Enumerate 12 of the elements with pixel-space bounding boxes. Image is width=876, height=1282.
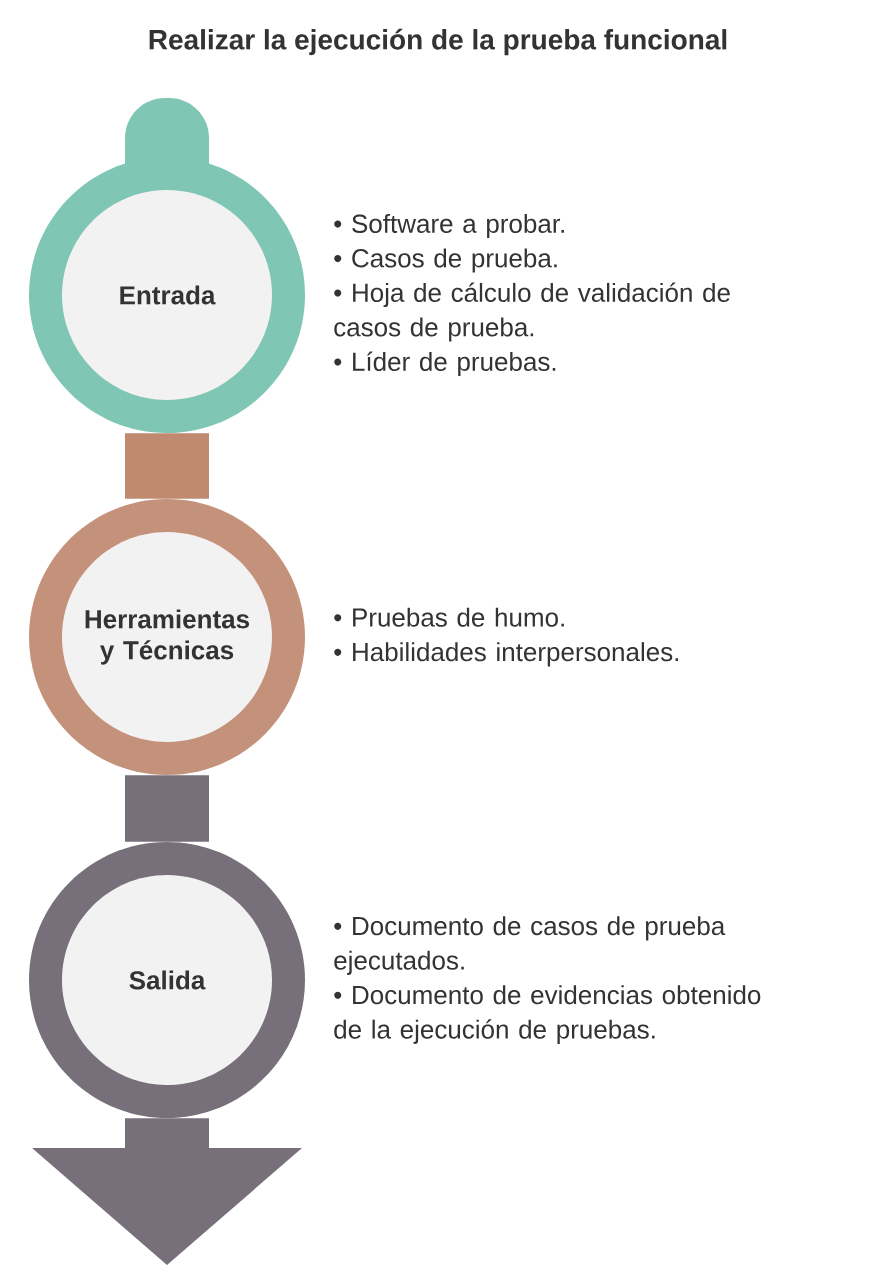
list-item: • Documento de evidencias obtenido de la ejecución de pruebas.: [334, 985, 761, 1044]
connector-band: [125, 775, 209, 842]
list-item: • Software a probar.: [334, 213, 564, 239]
list-item: • Líder de pruebas.: [334, 351, 556, 377]
arrow: [32, 1118, 302, 1265]
list-item: • Documento de casos de prueba ejecutados.: [334, 916, 726, 975]
title: Realizar la ejecución de la prueba funcional: [149, 28, 727, 56]
list-item: • Hoja de cálculo de validación de casos de prueba.: [334, 282, 730, 342]
list-item: • Casos de prueba.: [334, 248, 557, 273]
list-item: • Habilidades interpersonales.: [334, 642, 678, 667]
connector-band: [125, 433, 209, 499]
list-item: • Pruebas de humo.: [334, 607, 564, 627]
